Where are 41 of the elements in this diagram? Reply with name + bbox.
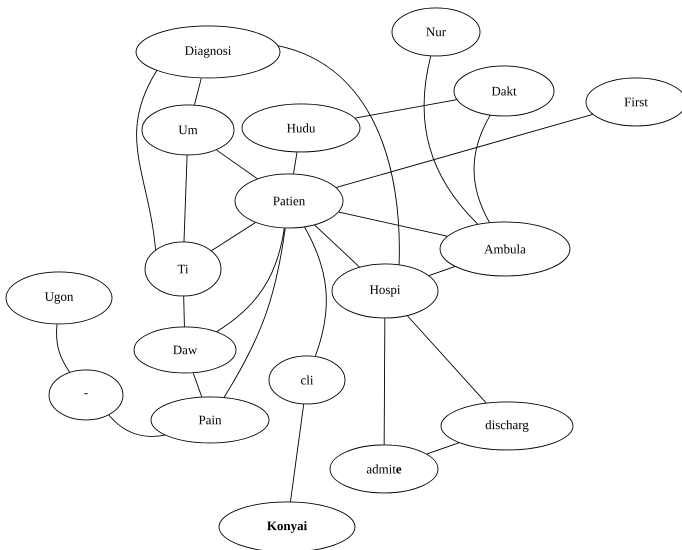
ellipse-node: Hudu xyxy=(242,104,360,152)
connector-line xyxy=(424,56,478,224)
ellipse-node: Ugon xyxy=(6,272,112,324)
connector-line xyxy=(216,228,285,332)
ellipse-node: Nur xyxy=(392,8,480,56)
connector-line xyxy=(338,212,448,237)
ellipse-node: Daw xyxy=(134,326,236,374)
ellipse-node: Patien xyxy=(234,174,344,228)
ellipse-node: Diagnosi xyxy=(136,26,280,78)
connector-line xyxy=(474,115,491,223)
connector-line xyxy=(278,45,400,265)
connector-line xyxy=(428,266,456,276)
ellipse-node: Um xyxy=(142,104,234,156)
ellipse-node: Pain xyxy=(150,396,270,444)
ellipse-node: Dakt xyxy=(454,66,554,116)
ellipse-node: Ti xyxy=(144,242,222,296)
ellipse-node: Hospi xyxy=(332,264,438,318)
connector-line xyxy=(56,324,70,373)
connector-line xyxy=(211,222,256,252)
connector-line xyxy=(407,315,486,404)
connector-line xyxy=(304,226,327,357)
connector-line xyxy=(224,228,286,398)
connector-line xyxy=(354,99,457,119)
connector-line xyxy=(426,442,460,454)
connector-line xyxy=(336,114,593,188)
ellipse-node: discharg xyxy=(440,402,574,450)
connector-line xyxy=(290,404,304,502)
connector-line xyxy=(384,318,386,445)
connector-line xyxy=(192,372,202,398)
connector-line xyxy=(314,224,360,268)
connector-line xyxy=(293,152,298,174)
connector-line xyxy=(183,296,185,327)
connector-line xyxy=(194,78,202,106)
ellipse-node: admite xyxy=(330,444,438,494)
connector-line xyxy=(216,150,258,180)
connector-line xyxy=(108,414,166,437)
ellipse-node: Ambula xyxy=(440,222,570,276)
ellipse-node: cli xyxy=(268,356,346,404)
connector-line xyxy=(136,70,158,250)
ellipse-node: - xyxy=(48,370,124,420)
connector-line xyxy=(184,154,188,242)
